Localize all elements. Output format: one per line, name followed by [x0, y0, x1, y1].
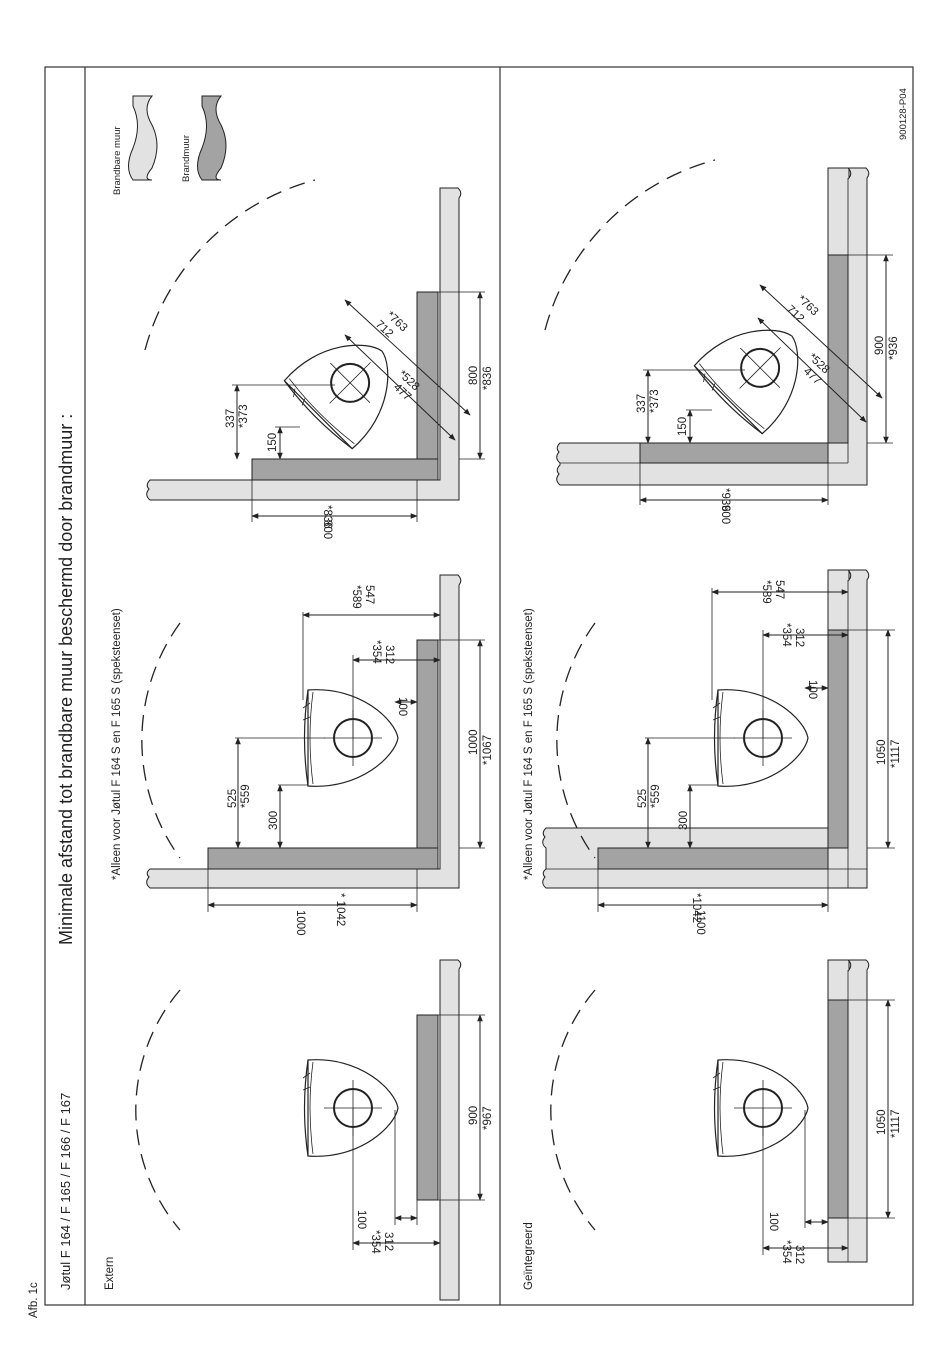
integrated-corner-layout: 1050 *1117 *1042 1100 525 *559 300 100 *…	[542, 569, 902, 935]
stove-integrated-parallel	[712, 1058, 809, 1158]
dim-1042-int: *1042	[690, 893, 702, 923]
clearance-arc-integrated	[550, 989, 596, 1231]
dim-100: 100	[355, 1210, 367, 1229]
combustible-wall-integrated-diagonal	[556, 167, 870, 486]
legend-combustible-swatch	[128, 95, 158, 181]
firewall-side	[416, 639, 439, 870]
dim-1050: 1050	[876, 1109, 888, 1135]
firewall-integrated	[827, 999, 849, 1219]
integrated-parallel-layout: 1050 *1117 100 *354 312	[550, 959, 902, 1264]
extern-parallel-layout: 900 *967 100 *354 312	[135, 959, 494, 1301]
dim-312-corner: 312	[383, 645, 395, 664]
dim-354: *354	[369, 1230, 381, 1254]
legend-firewall-swatch	[197, 95, 227, 181]
dim-589-int: *589	[760, 580, 772, 604]
dim-525-int: 525	[637, 789, 649, 808]
combustible-wall-integrated-corner	[542, 569, 870, 889]
dim-525: 525	[227, 789, 239, 808]
dim-line-528	[344, 334, 456, 441]
dim-354-int-corner: *354	[780, 623, 792, 647]
dim-836: *836	[482, 366, 494, 390]
dim-1050-corner: 1050	[876, 739, 888, 765]
dim-900-int: 900	[874, 336, 886, 355]
integrated-diagonal-layout: 900 *936 *936 900 337 *373 150 *763 712 …	[544, 159, 900, 524]
dim-1000b: 1000	[294, 910, 306, 936]
dim-1000: 1000	[468, 729, 480, 755]
dim-1067: *1067	[482, 735, 494, 765]
dim-100-corner: 100	[396, 697, 408, 716]
dim-936b: *936	[719, 488, 731, 512]
dim-967: *967	[482, 1106, 494, 1130]
clearance-arc-integrated-diagonal	[544, 159, 716, 331]
dim-800: 800	[468, 366, 480, 385]
dim-300-int: 300	[678, 811, 690, 830]
dim-547-int: 547	[773, 580, 785, 599]
dim-836b: *836	[321, 505, 333, 529]
dim-1042: * 1042	[334, 893, 346, 926]
firewall	[416, 1014, 439, 1201]
dim-936-int: *936	[888, 336, 900, 360]
document-code: 900128-P04	[898, 88, 909, 140]
dim-354-int: *354	[780, 1240, 792, 1264]
dim-312-int: 312	[793, 1245, 805, 1264]
main-title: Minimale afstand tot brandbare muur besc…	[56, 414, 76, 945]
clearance-arc-integrated-corner	[556, 622, 596, 859]
dim-337-int: 337	[636, 394, 648, 413]
firewall-side-integrated	[827, 629, 849, 849]
dim-100-int-corner: 100	[806, 680, 818, 699]
section-label-extern: Extern	[104, 1257, 116, 1290]
dim-559-int: *559	[650, 784, 662, 808]
clearance-arc-corner	[141, 622, 181, 859]
dim-150-int: 150	[677, 417, 689, 436]
stove-extern-parallel	[302, 1058, 399, 1158]
dim-337: 337	[225, 409, 237, 428]
note-integrated: *Alleen voor Jøtul F 164 S en F 165 S (s…	[523, 608, 535, 880]
dim-373-int: *373	[649, 389, 661, 413]
legend-combustible-label: Brandbare muur	[112, 126, 123, 195]
legend: Brandbare muur Brandmuur	[112, 95, 227, 195]
dim-312-int-corner: 312	[793, 628, 805, 647]
firewall-back-integrated-diagonal	[639, 442, 829, 464]
clearance-arc-diagonal	[144, 179, 316, 351]
dim-150: 150	[267, 433, 279, 452]
dim-312: 312	[382, 1232, 394, 1251]
dim-547: 547	[363, 585, 375, 604]
dim-900b: 900	[719, 505, 731, 524]
combustible-wall-corner	[146, 574, 462, 889]
firewall-back-diagonal	[251, 458, 439, 481]
legend-firewall-label: Brandmuur	[181, 135, 192, 182]
extern-corner-layout: 1000 *1067 * 1042 1000 525 *559 300 100 …	[141, 574, 494, 936]
dim-559: *559	[240, 784, 252, 808]
section-label-integrated: Geïntegreerd	[523, 1222, 535, 1290]
dim-589: *589	[350, 585, 362, 609]
outer-frame	[44, 66, 914, 1306]
clearance-arc	[135, 989, 181, 1231]
model-line: Jøtul F 164 / F 165 / F 166 / F 167	[58, 1093, 73, 1290]
note-extern: *Alleen voor Jøtul F 164 S en F 165 S (s…	[111, 608, 123, 880]
firewall-back-integrated	[597, 847, 829, 870]
dim-373: *373	[238, 404, 250, 428]
dim-line-528-int	[757, 317, 867, 423]
combustible-wall	[439, 959, 462, 1301]
dim-354-corner: *354	[370, 640, 382, 664]
firewall-side-diagonal	[416, 291, 439, 481]
dim-100-int: 100	[767, 1212, 779, 1231]
dim-1100: 1100	[694, 910, 706, 935]
firewall-back	[207, 847, 439, 870]
dim-300: 300	[268, 811, 280, 830]
figure-label: Afb. 1c	[28, 1282, 40, 1318]
dim-1117: *1117	[890, 1110, 902, 1138]
extern-diagonal-layout: 800 *836 *836 800 337 *373 150 *763 712 …	[144, 179, 494, 539]
dim-1117-corner: *1117	[890, 740, 902, 768]
dim-900: 900	[468, 1106, 480, 1125]
dim-800b: 800	[321, 520, 333, 539]
combustible-wall-diagonal	[146, 187, 462, 501]
firewall-side-integrated-diagonal	[827, 254, 849, 444]
